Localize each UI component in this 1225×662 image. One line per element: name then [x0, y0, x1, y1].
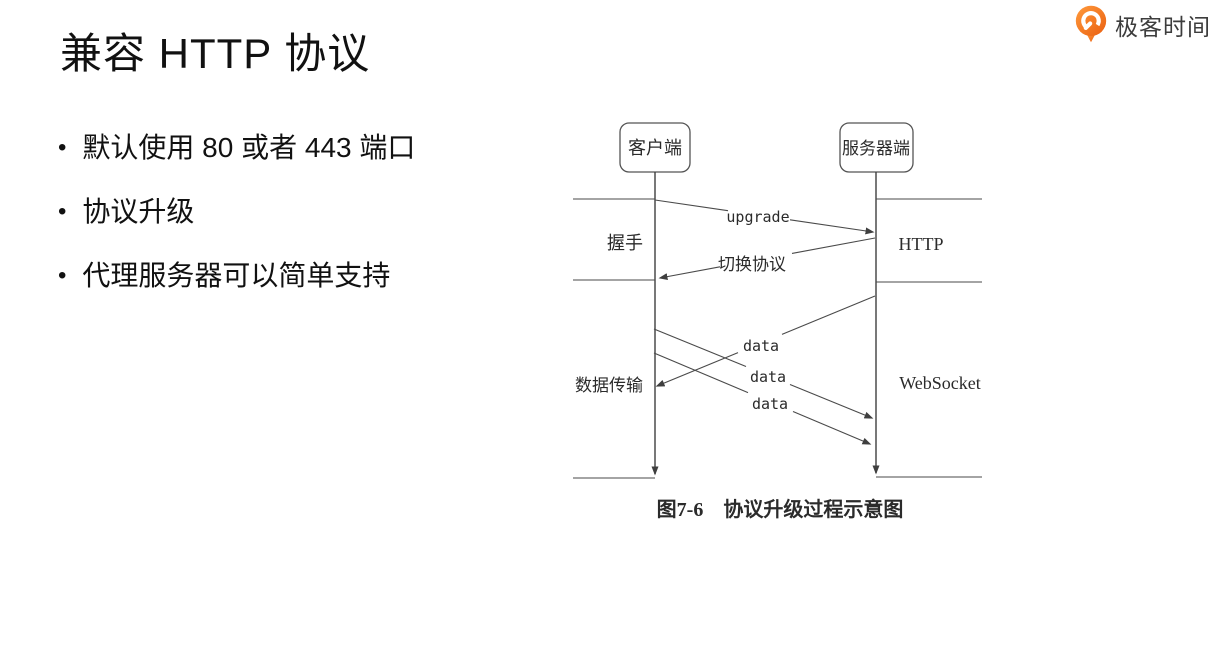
bullet-marker: •: [58, 198, 67, 225]
bullet-marker: •: [58, 262, 67, 289]
brand-name: 极客时间: [1115, 14, 1211, 40]
figure-caption: 图7-6 协议升级过程示意图: [657, 497, 904, 521]
brand-logo: 极客时间: [1074, 5, 1211, 45]
message-label-switch-protocol: 切换协议: [718, 255, 786, 274]
phase-label-handshake: 握手: [607, 233, 643, 253]
bullet-item: • 协议升级: [58, 197, 415, 227]
message-upgrade-arrow: upgrade: [654, 199, 875, 235]
phase-label-data-transfer: 数据传输: [575, 376, 643, 395]
bullet-list: • 默认使用 80 或者 443 端口 • 协议升级 • 代理服务器可以简单支持: [58, 133, 415, 291]
bullet-text: 默认使用 80 或者 443 端口: [82, 132, 416, 163]
phase-label-websocket: WebSocket: [899, 373, 981, 393]
bullet-text: 协议升级: [82, 196, 195, 227]
message-label-data3: data: [752, 395, 788, 413]
message-switch-protocol-arrow: 切换协议: [658, 237, 876, 281]
message-label-upgrade: upgrade: [726, 208, 789, 226]
message-label-data1: data: [743, 337, 779, 355]
bullet-item: • 默认使用 80 或者 443 端口: [58, 133, 415, 163]
sequence-diagram: 客户端 服务器端 握手 HTTP 数据传输 WebSocket upgrade …: [573, 122, 982, 521]
geektime-icon: [1075, 5, 1107, 43]
bullet-text: 代理服务器可以简单支持: [82, 260, 391, 291]
bullet-marker: •: [58, 134, 67, 161]
bullet-item: • 代理服务器可以简单支持: [58, 261, 415, 291]
actor-label-server: 服务器端: [842, 139, 910, 158]
page-title: 兼容 HTTP 协议: [60, 30, 371, 77]
message-data2-arrow: data: [653, 328, 874, 419]
phase-label-http: HTTP: [899, 234, 944, 254]
actor-label-client: 客户端: [628, 138, 682, 158]
message-label-data2: data: [750, 368, 786, 386]
message-data3-arrow: data: [653, 352, 872, 445]
